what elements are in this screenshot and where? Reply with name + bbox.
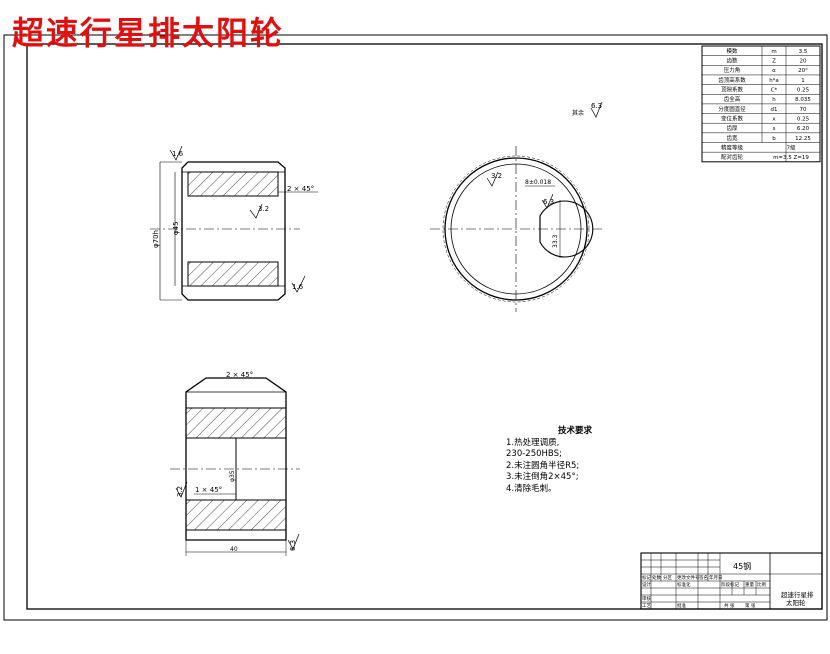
param-cell: 齿宽 [726, 134, 738, 142]
keyway-width-label: 8±0.018 [525, 179, 551, 186]
param-cell: 精度等级 [721, 143, 744, 151]
param-cell: 1 [801, 78, 805, 84]
part-name-line2: 太阳轮 [786, 598, 806, 607]
tech-item: 2.未注圆角半径R5; [506, 460, 580, 471]
tb-cell-5: 年月日 [709, 574, 723, 581]
param-cell: 20° [798, 68, 808, 74]
tech-heading: 技术要求 [558, 426, 593, 436]
dia-bore2-label: φ35 [229, 470, 236, 482]
rough-label-63: 6.3 [543, 198, 554, 206]
part-name-line1: 超速行星排 [781, 590, 814, 599]
param-cell: Z [772, 59, 776, 65]
rough-label-16b: 1.6 [292, 283, 304, 291]
param-cell: 0.25 [797, 116, 810, 122]
tb-cell-15: 第 张 [745, 602, 756, 609]
param-cell: 齿全高 [724, 95, 741, 103]
param-cell: 齿厚 [726, 125, 738, 132]
param-cell: 6.20 [797, 126, 810, 132]
tb-cell-11: 审核 [642, 595, 651, 602]
keyway-depth-label: 33.3 [552, 234, 559, 248]
chamfer-bottom-top-label: 2 × 45° [226, 371, 253, 379]
param-cell: d1 [771, 107, 778, 113]
param-cell: 12.25 [795, 136, 811, 142]
param-cell: 模数 [726, 47, 738, 55]
param-cell: 8.035 [795, 97, 811, 103]
param-cell: 7级 [787, 143, 796, 151]
param-cell: 20 [800, 59, 807, 65]
tb-cell-13: 批准 [677, 602, 686, 609]
tb-cell-4: 签名 [699, 574, 708, 581]
param-cell: C* [771, 88, 778, 94]
dia-bore-label: φ45 [172, 221, 180, 235]
param-cell: 分度圆直径 [718, 105, 746, 113]
param-cell: 0.25 [797, 88, 810, 94]
param-cell: s [773, 126, 776, 132]
tech-item: 230-250HBS; [506, 449, 562, 459]
tb-cell-0: 标记 [642, 574, 651, 581]
tb-cell-1: 处数 [652, 574, 661, 581]
param-cell: 变位系数 [721, 114, 744, 122]
rough-label-63c: 6.3 [289, 540, 297, 551]
param-cell: b [772, 136, 776, 142]
param-cell: 顶隙系数 [721, 86, 744, 94]
dia-outer-label: φ70h [152, 230, 160, 248]
rough-label-16: 1.6 [172, 150, 184, 158]
tech-item: 4.清除毛刺。 [506, 483, 557, 494]
drawing-title: 超速行星排太阳轮 [12, 14, 285, 52]
section-view-bottom [170, 377, 300, 556]
param-cell: 配对齿轮 [721, 153, 744, 161]
tb-cell-8: 阶段标记 [721, 581, 739, 588]
tech-requirements: 技术要求 1.热处理调质, 230-250HBS; 2.未注圆角半径R5; 3.… [506, 426, 592, 495]
param-cell: 齿顶高系数 [718, 76, 746, 84]
param-cell: h [772, 97, 776, 103]
param-cell: 70 [800, 107, 807, 113]
rough-label-63b: 6.3 [591, 102, 602, 110]
rough-label-32c: 3.2 [176, 486, 184, 497]
tech-item: 3.未注倒角2×45°; [506, 472, 579, 482]
chamfer-front-label: 2 × 45° [287, 185, 314, 193]
remaining-label: 其余 [572, 109, 584, 117]
param-cell: 齿数 [726, 57, 738, 65]
outer-border [3, 34, 828, 621]
rough-label-32b: 3.2 [491, 172, 502, 180]
tb-cell-12: 工艺 [642, 603, 651, 609]
param-cell: m=3.5 Z=19 [773, 155, 809, 161]
tb-cell-6: 设计 [642, 581, 651, 588]
tb-cell-3: 更改文件号 [677, 574, 700, 581]
param-table: 模数 m 3.5 齿数 Z 20 压力角 α 20° 齿顶高系数 h*a 1 顶隙系数 C* 0.25 齿全高… [701, 45, 821, 163]
param-cell: 3.5 [799, 49, 808, 55]
tb-cell-7: 标准化 [677, 581, 691, 588]
chamfer-bottom-left-label: 1 × 45° [195, 486, 222, 494]
param-cell: m [771, 49, 776, 55]
inner-border [26, 43, 823, 610]
param-cell: 压力角 [724, 66, 741, 74]
tb-cell-10: 比例 [757, 581, 766, 588]
param-cell: x [772, 116, 776, 122]
material-label: 45钢 [733, 561, 751, 571]
gear-circle-view [430, 101, 604, 312]
section-view-top [150, 145, 318, 301]
tb-cell-14: 共 张 [724, 602, 735, 609]
param-cell: h*a [769, 78, 779, 84]
tech-item: 1.热处理调质, [506, 437, 560, 448]
tb-cell-9: 重量 [745, 581, 754, 588]
rough-label-32: 3.2 [258, 205, 269, 213]
tb-cell-2: 分区 [663, 574, 672, 581]
param-cell: α [772, 68, 776, 74]
bottom-width-label: 40 [230, 546, 238, 553]
title-block [640, 552, 823, 610]
